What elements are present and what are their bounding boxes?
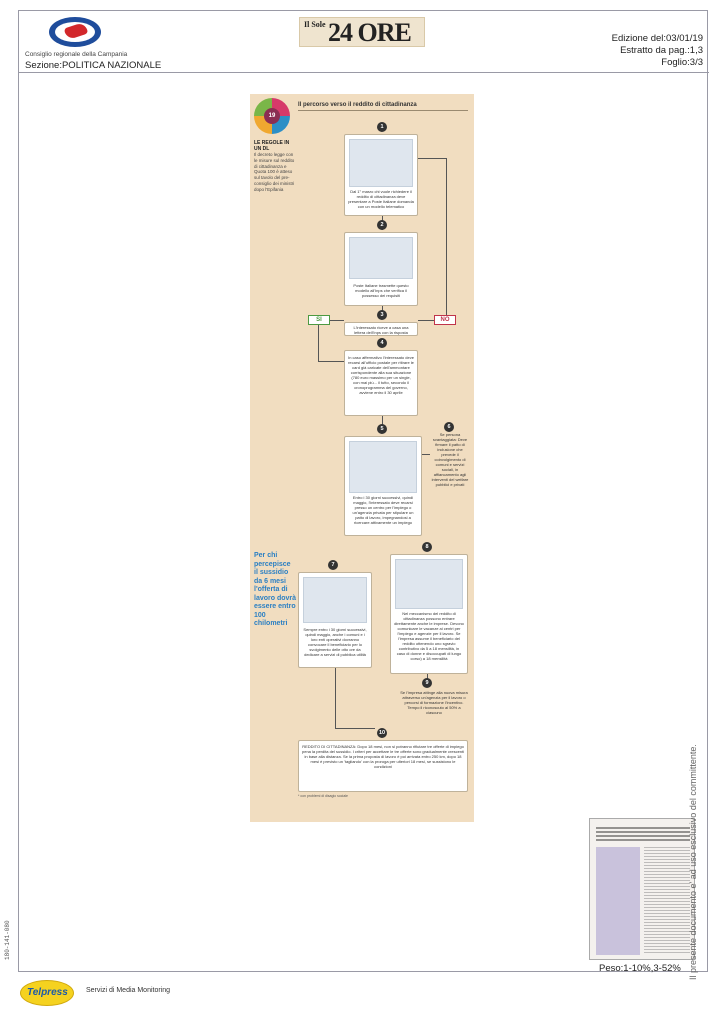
arrow-line xyxy=(318,361,344,362)
header: Consiglio regionale della Campania Sezio… xyxy=(19,11,709,73)
step-number: 8 xyxy=(422,542,432,552)
step-7-box: Sempre entro i 30 giorni successivi, qui… xyxy=(298,572,372,668)
telpress-logo: Telpress xyxy=(20,980,74,1006)
infographic-article: 19 Il percorso verso il reddito di citta… xyxy=(250,94,474,822)
step-text: REDDITO DI CITTADINANZA: Dopo 18 mesi, n… xyxy=(302,744,465,769)
badge-number: 19 xyxy=(264,108,280,124)
region-emblem-icon xyxy=(49,17,101,47)
step-text: Entro i 30 giorni successivi, quindi mag… xyxy=(352,495,414,525)
section-badge-icon: 19 xyxy=(254,98,290,134)
no-label: NO xyxy=(434,315,456,325)
step-8-box: Nel meccanismo del reddito di cittadinan… xyxy=(390,554,468,674)
clipping-body: 19 Il percorso verso il reddito di citta… xyxy=(19,74,709,974)
loop-line xyxy=(446,158,447,315)
infographic-title: Il percorso verso il reddito di cittadin… xyxy=(298,102,417,108)
yes-label: SI xyxy=(308,315,330,325)
step-number: 9 xyxy=(422,678,432,688)
step-text: Dal 1° marzo chi vuole richiedere il red… xyxy=(348,189,414,209)
masthead-logo: Il Sole 24 ORE xyxy=(299,17,425,47)
foglio-count: Foglio:3/3 xyxy=(661,57,703,68)
step-3-box: L'interessato riceve a casa una lettera … xyxy=(344,322,418,336)
thumbnail-headline xyxy=(596,827,690,841)
step-text: In caso affermativo l'interessato deve r… xyxy=(348,355,414,395)
step-number: 2 xyxy=(377,220,387,230)
telpress-text: Telpress xyxy=(27,987,68,998)
consiglio-logo: Consiglio regionale della Campania xyxy=(25,17,127,61)
arrow-line xyxy=(318,325,319,361)
factory-icon xyxy=(395,559,463,609)
step-text: L'interessato riceve a casa una lettera … xyxy=(353,325,409,335)
step-number: 4 xyxy=(377,338,387,348)
step-number: 6 xyxy=(444,422,454,432)
thumbnail-text-column xyxy=(644,847,690,955)
people-queue-icon xyxy=(349,139,413,187)
callout-text: Per chi percepisce il sussidio da 6 mesi… xyxy=(254,552,297,627)
arrow-line xyxy=(418,320,434,321)
step-5-box: Entro i 30 giorni successivi, quindi mag… xyxy=(344,436,422,536)
step-number: 5 xyxy=(377,424,387,434)
arrow-line xyxy=(422,454,430,455)
page-thumbnail xyxy=(589,818,695,960)
loop-line xyxy=(418,158,446,159)
usage-notice: Il presente documento e' ad uso esclusiv… xyxy=(688,744,698,980)
masthead-big: 24 ORE xyxy=(328,18,412,47)
arrow-line xyxy=(335,728,375,729)
step-text: Poste Italiane trasmette questo modello … xyxy=(353,283,409,298)
document-pen-icon xyxy=(349,441,417,493)
peso-label: Peso:1-10%,3-52% xyxy=(599,963,681,974)
footnote: * con problemi di disagio sociale xyxy=(298,794,348,798)
step-6-text: Se persona svantaggiata: Deve firmare il… xyxy=(431,432,469,487)
step-1-box: Dal 1° marzo chi vuole richiedere il red… xyxy=(344,134,418,216)
step-2-box: Poste Italiane trasmette questo modello … xyxy=(344,232,418,306)
town-hall-icon xyxy=(303,577,367,623)
step-number: 10 xyxy=(377,728,387,738)
step-number: 7 xyxy=(328,560,338,570)
document-code: 180-141-080 xyxy=(4,920,11,960)
post-office-icon xyxy=(349,237,413,279)
servizi-text: Servizi di Media Monitoring xyxy=(86,987,171,994)
page-frame: Consiglio regionale della Campania Sezio… xyxy=(18,10,709,974)
arrow-line xyxy=(330,320,344,321)
step-10-box: REDDITO DI CITTADINANZA: Dopo 18 mesi, n… xyxy=(298,740,468,792)
arrow-line xyxy=(335,668,336,728)
estratto-pages: Estratto da pag.:1,3 xyxy=(620,45,703,56)
step-text: Sempre entro i 30 giorni successivi, qui… xyxy=(303,627,367,657)
step-number: 1 xyxy=(377,122,387,132)
sezione-label: Sezione:POLITICA NAZIONALE xyxy=(25,60,162,71)
side-heading: LE REGOLE IN UN DL xyxy=(254,140,290,152)
step-text: Nel meccanismo del reddito di cittadinan… xyxy=(394,611,464,661)
edition-meta: Edizione del:03/01/19 Estratto da pag.:1… xyxy=(612,33,703,69)
step-9-text: Se l'impresa attinge alla nuova misura a… xyxy=(400,690,468,715)
step-number: 3 xyxy=(377,310,387,320)
side-text: Il decreto legge con le misure sul reddi… xyxy=(254,152,295,192)
thumbnail-infographic xyxy=(596,847,640,955)
logo-text: Consiglio regionale della Campania xyxy=(25,51,128,58)
edizione-date: Edizione del:03/01/19 xyxy=(611,33,703,44)
masthead-small: Il Sole xyxy=(304,20,326,29)
title-rule xyxy=(298,110,468,111)
step-4-box: In caso affermativo l'interessato deve r… xyxy=(344,350,418,416)
